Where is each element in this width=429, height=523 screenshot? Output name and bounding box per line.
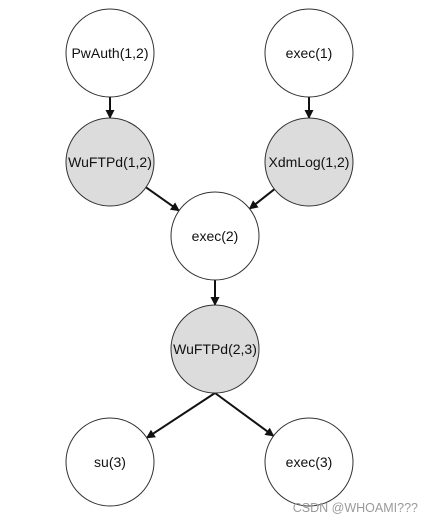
node-label: su(3) bbox=[94, 454, 126, 470]
node-label: XdmLog(1,2) bbox=[269, 154, 350, 170]
node-circle bbox=[264, 417, 354, 507]
edge-wuftpd12-to-exec2 bbox=[145, 186, 180, 212]
nodes-layer: PwAuth(1,2) exec(1) WuFTPd(1,2) XdmLog(1,2)… bbox=[65, 8, 354, 507]
node-circle bbox=[65, 8, 155, 98]
edges-layer bbox=[105, 97, 314, 439]
node-exec1: exec(1) bbox=[264, 8, 354, 98]
node-label: exec(2) bbox=[192, 228, 239, 244]
watermark-text: CSDN @WHOAMI??? bbox=[293, 501, 418, 515]
node-exec3: exec(3) bbox=[264, 417, 354, 507]
node-wuftpd23: WuFTPd(2,3) bbox=[170, 304, 260, 394]
node-circle bbox=[170, 191, 260, 281]
node-xdmlog12: XdmLog(1,2) bbox=[264, 117, 354, 207]
node-label: PwAuth(1,2) bbox=[71, 45, 148, 61]
node-su3: su(3) bbox=[65, 417, 155, 507]
node-circle bbox=[65, 417, 155, 507]
node-circle bbox=[65, 117, 155, 207]
node-exec2: exec(2) bbox=[170, 191, 260, 281]
node-label: WuFTPd(2,3) bbox=[173, 341, 257, 357]
node-wuftpd12: WuFTPd(1,2) bbox=[65, 117, 155, 207]
node-pwauth12: PwAuth(1,2) bbox=[65, 8, 155, 98]
node-label: exec(3) bbox=[286, 454, 333, 470]
node-circle bbox=[264, 117, 354, 207]
edge-xdmlog12-to-exec2 bbox=[248, 188, 276, 210]
node-label: WuFTPd(1,2) bbox=[68, 154, 152, 170]
edge-wuftpd23-to-su3 bbox=[145, 392, 216, 439]
node-circle bbox=[264, 8, 354, 98]
node-label: exec(1) bbox=[286, 45, 333, 61]
edge-wuftpd23-to-exec3 bbox=[214, 392, 275, 437]
node-circle bbox=[170, 304, 260, 394]
